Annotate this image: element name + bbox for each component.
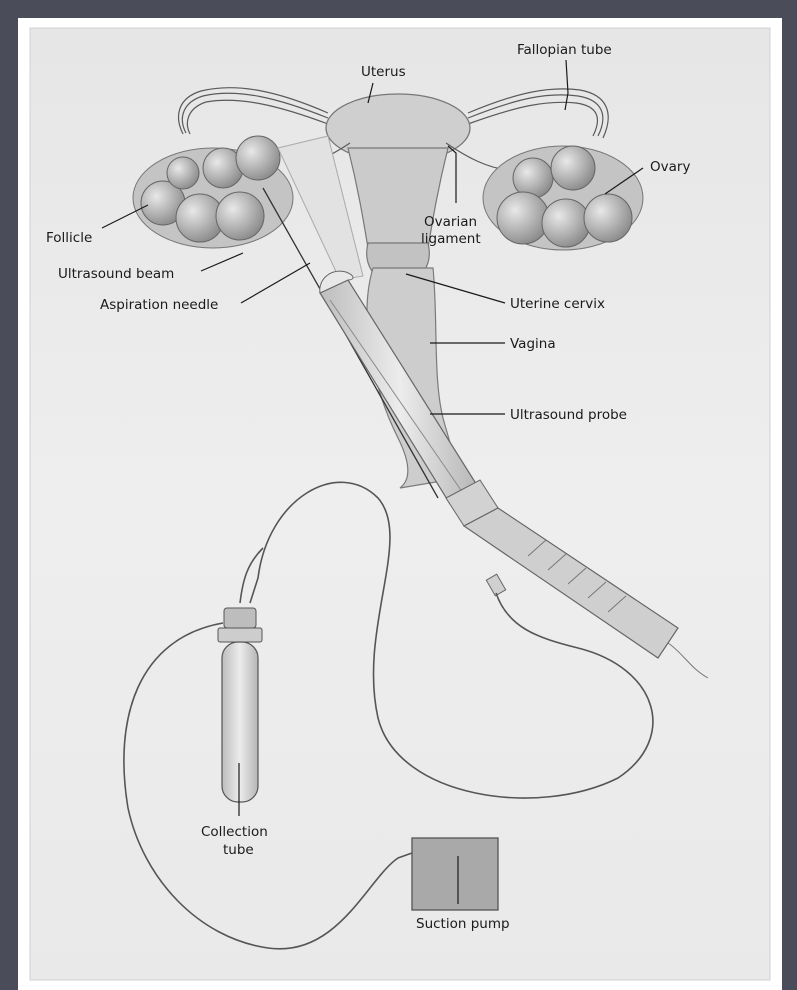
- label-ovary: Ovary: [650, 159, 690, 175]
- label-collection-tube-line2: tube: [223, 842, 254, 858]
- label-follicle: Follicle: [46, 230, 92, 246]
- label-fallopian-tube: Fallopian tube: [517, 42, 612, 58]
- label-ultrasound-probe: Ultrasound probe: [510, 407, 627, 423]
- right-ovary: [483, 146, 643, 250]
- label-suction-pump: Suction pump: [416, 916, 510, 932]
- label-ovarian-ligament-line1: Ovarian: [424, 214, 477, 230]
- label-uterus: Uterus: [361, 64, 406, 80]
- collection-tube: [218, 608, 262, 802]
- figure-frame: Fallopian tube Uterus Ovary Follicle Ova…: [18, 18, 782, 990]
- label-ovarian-ligament-line2: ligament: [421, 231, 481, 247]
- suction-pump-box: [412, 838, 498, 910]
- label-ultrasound-beam: Ultrasound beam: [58, 266, 174, 282]
- label-collection-tube-line1: Collection: [201, 824, 268, 840]
- label-uterine-cervix: Uterine cervix: [510, 296, 605, 312]
- ivf-retrieval-diagram: Fallopian tube Uterus Ovary Follicle Ova…: [18, 18, 782, 990]
- label-vagina: Vagina: [510, 336, 556, 352]
- label-aspiration-needle: Aspiration needle: [100, 297, 218, 313]
